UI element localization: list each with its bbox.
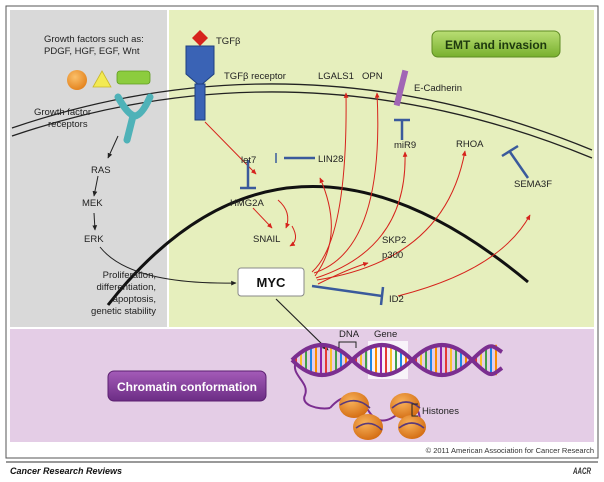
e-cadherin-icon [393, 69, 409, 107]
tgfb-ligand-icon [192, 30, 208, 46]
snail-label: SNAIL [253, 234, 280, 245]
dna-label: DNA [339, 329, 360, 340]
growth-factors-label-2: PDGF, HGF, EGF, Wnt [44, 46, 140, 57]
inhibition-arrows [240, 118, 530, 306]
ras-label: RAS [91, 165, 111, 176]
journal-name: Cancer Research Reviews [10, 466, 122, 476]
activation-arrows [204, 92, 531, 297]
chromatin-panel [10, 328, 594, 442]
copyright-text: © 2011 American Association for Cancer R… [426, 446, 594, 455]
outcome-label-1: Proliferation, [103, 270, 156, 281]
id2-label: ID2 [389, 294, 404, 305]
dna-helix-icon [290, 341, 504, 410]
mek-label: MEK [82, 198, 103, 209]
histones-bracket [411, 403, 418, 417]
gene-label: Gene [374, 329, 397, 340]
chromatin-badge-label: Chromatin conformation [117, 380, 257, 394]
receptor-label-2: receptors [48, 119, 88, 130]
chromatin-badge [107, 370, 267, 402]
outcome-label-3: apoptosis, [113, 294, 156, 305]
nuclear-envelope [106, 185, 529, 306]
cell-membrane [11, 83, 593, 151]
growth-factor-panel [10, 10, 168, 328]
rhoa-label: RHOA [456, 139, 484, 150]
emt-badge [431, 30, 561, 58]
tgfb-receptor-icon [185, 45, 215, 121]
emt-panel [168, 10, 594, 328]
circle-ligand-icon [67, 70, 87, 90]
outcome-label-4: genetic stability [91, 306, 156, 317]
emt-badge-label: EMT and invasion [445, 38, 547, 52]
histones-icon [329, 392, 426, 440]
dna-bracket [338, 341, 357, 348]
e-cadherin-label: E-Cadherin [414, 83, 462, 94]
myc-label: MYC [257, 275, 287, 290]
growth-factors-label-1: Growth factors such as: [44, 34, 144, 45]
erk-label: ERK [84, 234, 104, 245]
let7-label: let7 [241, 155, 256, 166]
aacr-logo-text: AACR [572, 466, 591, 476]
lgals1-label: LGALS1 [318, 71, 354, 82]
p300-label: p300 [382, 250, 403, 261]
outcome-label-2: differentiation, [96, 282, 156, 293]
skp2-label: SKP2 [382, 235, 406, 246]
aacr-logo: AACR [572, 466, 591, 476]
myc-box [237, 267, 305, 297]
histones-label: Histones [422, 406, 459, 417]
triangle-ligand-icon [92, 70, 112, 88]
growth-factor-receptor-icon [114, 93, 154, 144]
rectangle-ligand-icon [116, 70, 151, 85]
sema3f-label: SEMA3F [514, 179, 552, 190]
receptor-label-1: Growth factor [34, 107, 91, 118]
tgfb-label: TGFβ [216, 36, 241, 47]
mir9-label: miR9 [394, 140, 416, 151]
opn-label: OPN [362, 71, 383, 82]
hmg2a-label: HMG2A [230, 198, 264, 209]
tgfb-receptor-label: TGFβ receptor [224, 71, 286, 82]
lin28-label: LIN28 [318, 154, 343, 165]
